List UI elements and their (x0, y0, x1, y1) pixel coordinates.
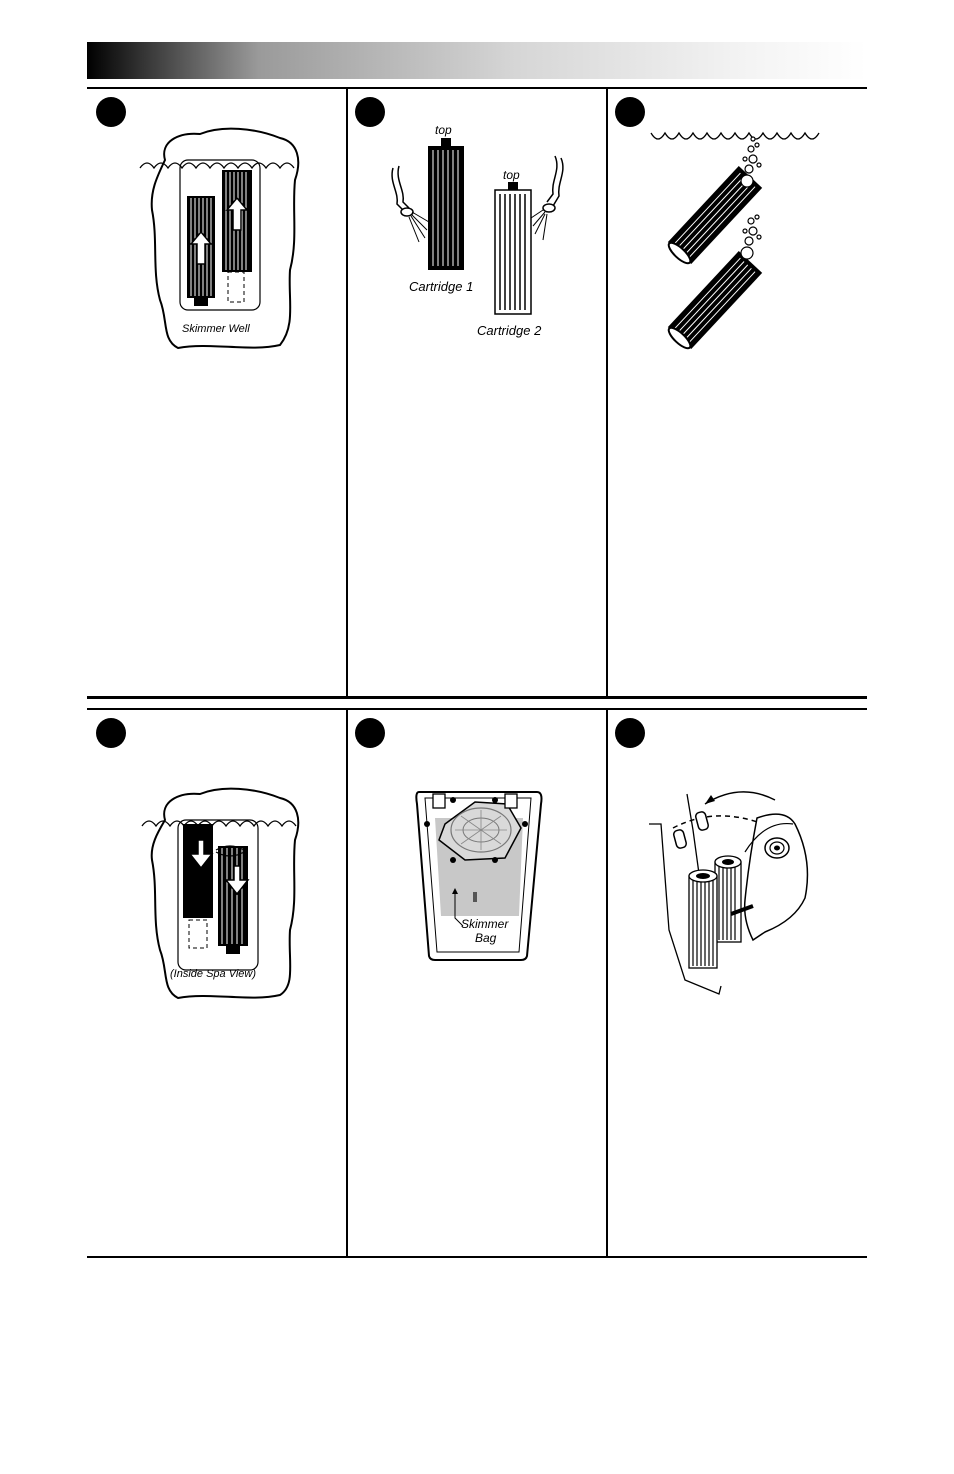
step4-inside-spa-view-label: (Inside Spa View) (170, 968, 256, 980)
step3-illustration (645, 125, 835, 355)
header-bar (87, 42, 867, 79)
step2-cartridge1-label: Cartridge 1 (409, 279, 473, 294)
step-badge-3 (615, 97, 645, 127)
step5-illustration: Skimmer Bag (415, 788, 545, 963)
step6-illustration (645, 780, 825, 1000)
middle-rule-upper (87, 696, 867, 699)
step2-top2-label: top (503, 168, 520, 182)
step-badge-2 (355, 97, 385, 127)
top-rule (87, 87, 867, 89)
step2-cartridge2-label: Cartridge 2 (477, 323, 542, 338)
step4-illustration: (Inside Spa View) (130, 780, 310, 1010)
column-divider-2-top (606, 88, 608, 698)
step-badge-4 (96, 718, 126, 748)
step5-bag-label: Bag (475, 931, 497, 945)
step2-illustration: top top Cartridge 1 Cartridge 2 (385, 120, 585, 350)
middle-rule-lower (87, 708, 867, 710)
step-badge-1 (96, 97, 126, 127)
step5-skimmer-label: Skimmer (461, 917, 509, 931)
column-divider-2-bottom (606, 709, 608, 1258)
step-badge-6 (615, 718, 645, 748)
bottom-rule (87, 1256, 867, 1258)
step-badge-5 (355, 718, 385, 748)
column-divider-1-top (346, 88, 348, 698)
step2-top1-label: top (435, 123, 452, 137)
column-divider-1-bottom (346, 709, 348, 1258)
step1-illustration: Skimmer Well (130, 120, 310, 360)
step1-skimmer-well-label: Skimmer Well (182, 323, 250, 335)
